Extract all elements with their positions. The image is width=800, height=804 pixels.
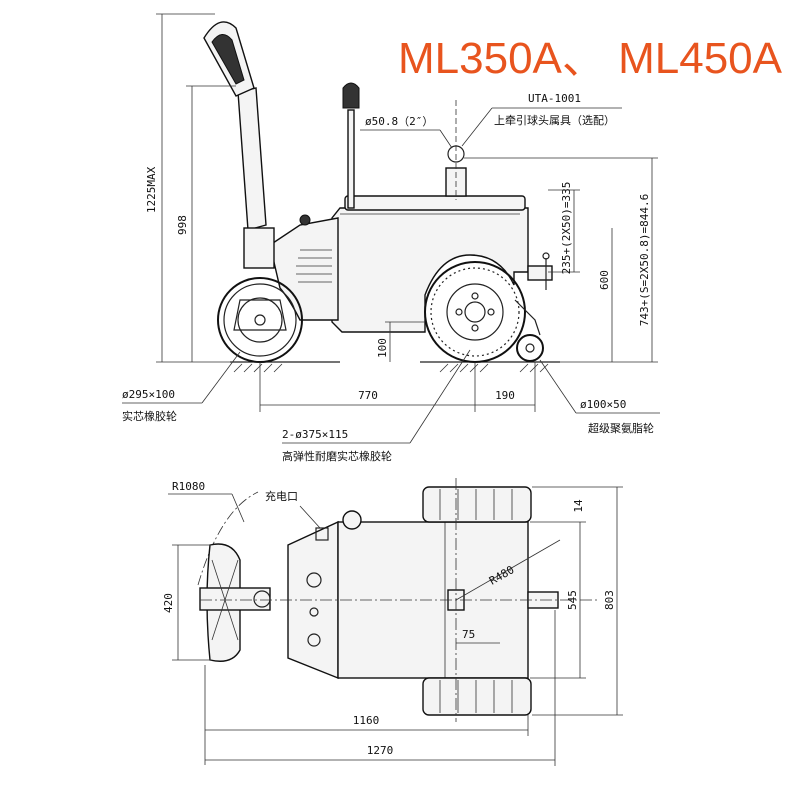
charging-port-label: 充电口 — [265, 489, 298, 503]
dim-wheelbase-rear: 190 — [495, 389, 515, 402]
dim-hitch-range: 235+(2X50)=335 — [560, 182, 573, 275]
key-switch-icon — [299, 214, 311, 226]
drive-wheel-size-label: 2-ø375×115 — [282, 428, 348, 441]
warning-light-icon — [342, 82, 360, 109]
dim-wheelbase-front: 770 — [358, 389, 378, 402]
hitch-model-label: UTA-1001 — [528, 92, 581, 105]
front-housing — [269, 217, 339, 321]
body-cover — [344, 195, 526, 211]
dim-overall-width: 803 — [603, 590, 616, 610]
handle-grip-icon — [211, 34, 245, 85]
charging-port-icon — [315, 527, 329, 541]
drive-wheel-desc-label: 高弹性耐磨实芯橡胶轮 — [282, 449, 392, 463]
dim-body-length: 1160 — [353, 714, 380, 727]
model-title: ML350A、 ML450A — [398, 34, 782, 83]
dim-hitch-top: 743+(S=2X50.8)=844.6 — [638, 194, 651, 326]
dim-hitch-height: 600 — [598, 270, 611, 290]
dim-overall-length: 1270 — [367, 744, 394, 757]
front-wheel-size-label: ø295×100 — [122, 388, 175, 401]
dim-handle-width: 420 — [162, 593, 175, 613]
light-top-icon — [342, 510, 362, 530]
dim-handle-height: 998 — [176, 215, 189, 235]
dim-turn-radius: R1080 — [172, 480, 205, 493]
caster-desc-label: 超级聚氨脂轮 — [588, 421, 654, 435]
dim-wheel-overhang: 14 — [572, 499, 585, 513]
drive-wheel-top-left — [422, 486, 532, 523]
side-view: 1225MAX 998 100 770 190 235+(2X50)=335 6… — [122, 13, 660, 463]
front-wheel-desc-label: 实芯橡胶轮 — [122, 409, 177, 423]
dial-icon — [306, 572, 322, 588]
tractor-body — [331, 207, 529, 333]
dim-track-width: 545 — [566, 590, 579, 610]
caster-wheel — [516, 334, 544, 362]
front-wheel — [217, 277, 303, 363]
dim-overall-height: 1225MAX — [145, 166, 158, 213]
light-pole — [347, 109, 355, 209]
dim-ground-clearance: 100 — [376, 338, 389, 358]
tiller-arm — [237, 87, 267, 231]
steering-column — [243, 227, 275, 269]
drive-wheel-top-right — [422, 677, 532, 716]
drive-wheel — [424, 261, 526, 363]
rear-hitch — [527, 265, 553, 281]
hitch-desc-label: 上牵引球头属具（选配） — [494, 113, 615, 127]
caster-size-label: ø100×50 — [580, 398, 626, 411]
top-view: R1080 — [162, 478, 623, 766]
ball-diameter-label: ø50.8（2″） — [365, 115, 433, 128]
dim-hitch-offset: 75 — [462, 628, 475, 641]
ground-hatch — [233, 363, 549, 373]
